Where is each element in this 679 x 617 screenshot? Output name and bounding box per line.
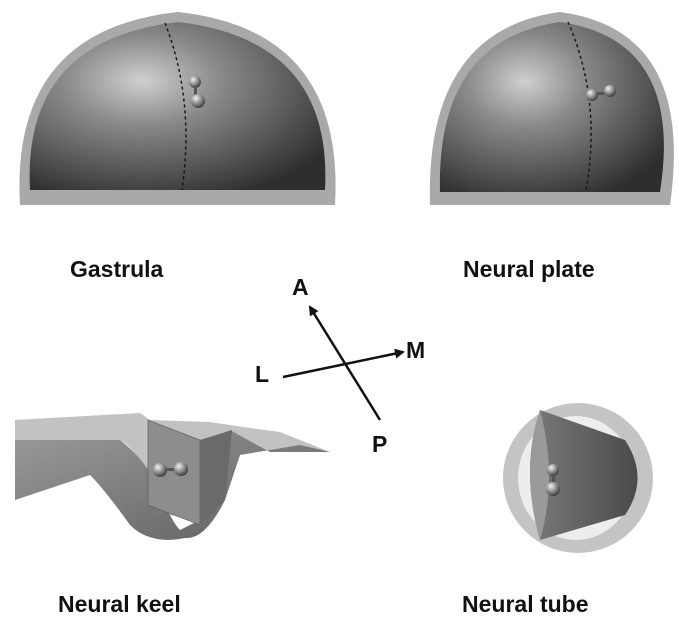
neural-keel-panel: Neural keel xyxy=(15,413,330,617)
neural-keel-label: Neural keel xyxy=(58,591,181,617)
axis-label-medial: M xyxy=(406,337,425,363)
axis-label-posterior: P xyxy=(372,431,387,457)
neural-plate-label: Neural plate xyxy=(463,256,595,282)
lateral-medial-axis xyxy=(283,352,403,377)
neural-plate-panel: Neural plate xyxy=(430,12,674,282)
neural-tube-panel: Neural tube xyxy=(462,403,653,617)
axis-label-anterior: A xyxy=(292,274,309,300)
body-axes: A M L P xyxy=(255,274,425,457)
axis-label-lateral: L xyxy=(255,361,269,387)
gastrula-label: Gastrula xyxy=(70,256,164,282)
neural-tube-label: Neural tube xyxy=(462,591,589,617)
gastrula-panel: Gastrula xyxy=(19,12,335,282)
gastrula-hemisphere xyxy=(30,22,326,190)
